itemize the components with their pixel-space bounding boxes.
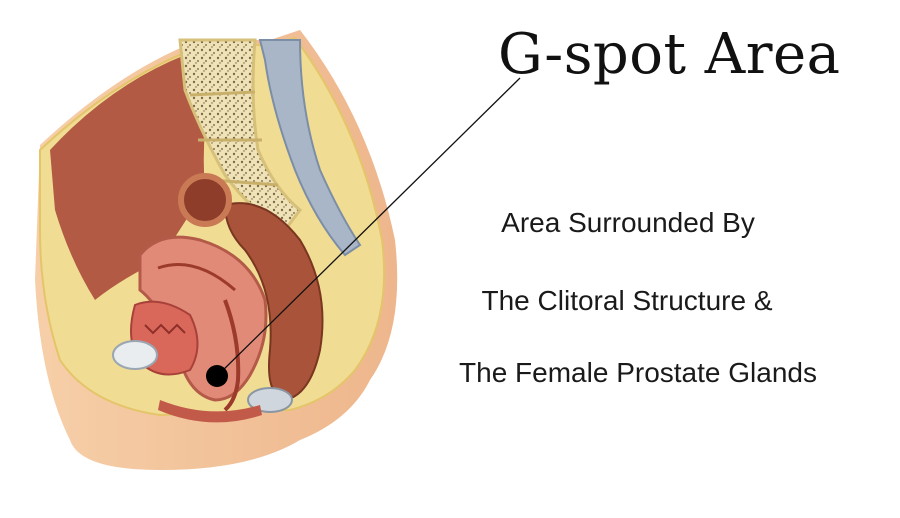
description-line-2: The Clitoral Structure & [481, 285, 773, 316]
description-line-1: Area Surrounded By [501, 207, 755, 238]
spine [178, 38, 303, 232]
diagram-title: G-spot Area [498, 22, 841, 87]
uterine-cavity [157, 263, 236, 292]
spinal-canal [258, 39, 362, 257]
bowel-loop [178, 173, 232, 227]
vaginal-canal [223, 299, 241, 412]
perineum [158, 400, 262, 423]
description-line-3: The Female Prostate Glands [459, 357, 817, 388]
pointer-line [216, 77, 521, 377]
g-spot-marker [206, 365, 228, 387]
bladder-folds [144, 323, 186, 335]
pubic-bone [112, 340, 158, 370]
